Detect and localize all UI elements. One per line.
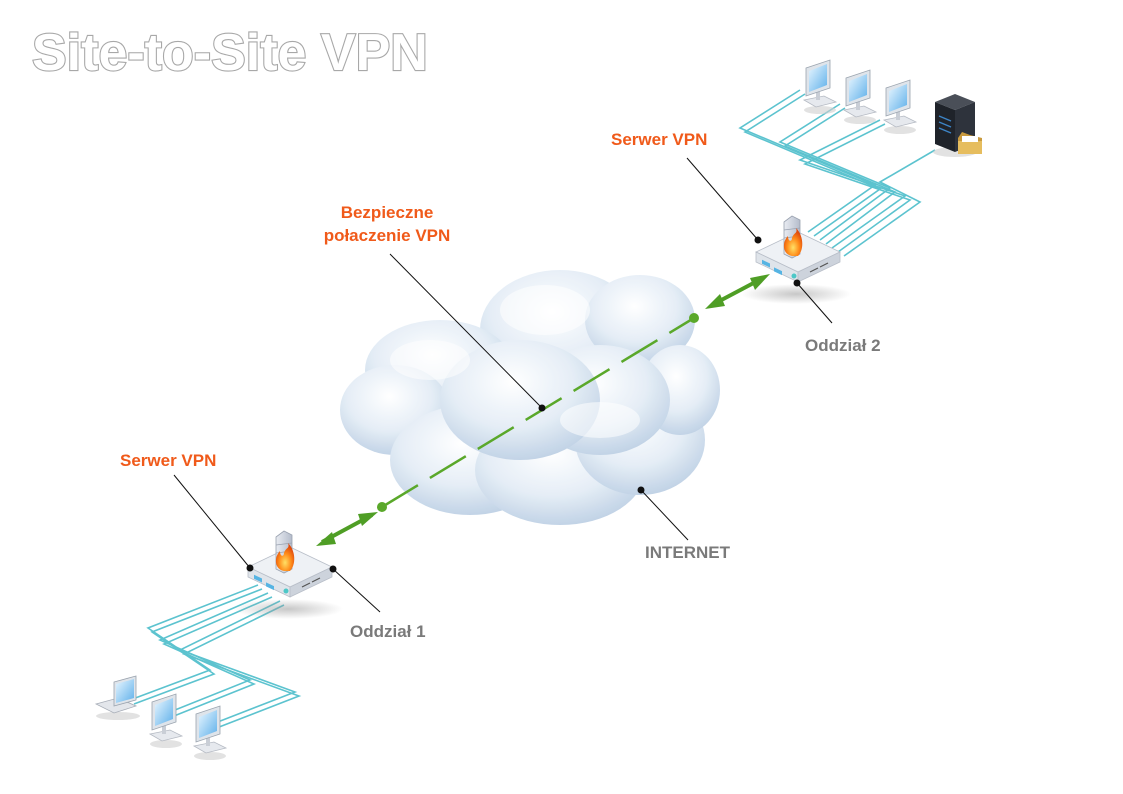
branch-1-cables [129, 584, 302, 730]
firewall-icon [783, 215, 803, 259]
secure-connection-label-line-2: połaczenie VPN [324, 226, 451, 245]
internet-label: INTERNET [645, 543, 731, 562]
monitor-icon [843, 69, 877, 125]
vpn-server-label-branch-2: Serwer VPN [611, 130, 707, 149]
branch-1-label: Oddział 1 [350, 622, 426, 641]
branch-2-label: Oddział 2 [805, 336, 881, 355]
branch-2-cables [738, 89, 936, 257]
double-arrow-icon [316, 512, 378, 546]
vpn-router-branch-1 [233, 530, 343, 619]
monitor-icon [149, 693, 183, 749]
monitor-icon [883, 79, 917, 135]
vpn-router-branch-2 [741, 215, 851, 304]
folder-icon [958, 132, 982, 154]
monitor-icon [193, 705, 227, 761]
branch-1-computers [94, 675, 227, 761]
laptop-icon [94, 675, 140, 720]
secure-connection-label-line-1: Bezpieczne [341, 203, 434, 222]
vpn-server-label-branch-1: Serwer VPN [120, 451, 216, 470]
vpn-tunnel [377, 313, 699, 512]
callouts [173, 157, 833, 613]
firewall-icon [275, 530, 295, 574]
file-server-icon [933, 94, 982, 157]
monitor-icon [803, 59, 837, 115]
double-arrow-icon [705, 274, 770, 309]
internet-cloud-icon [340, 270, 720, 525]
diagram-title: Site-to-Site VPN [32, 24, 428, 82]
